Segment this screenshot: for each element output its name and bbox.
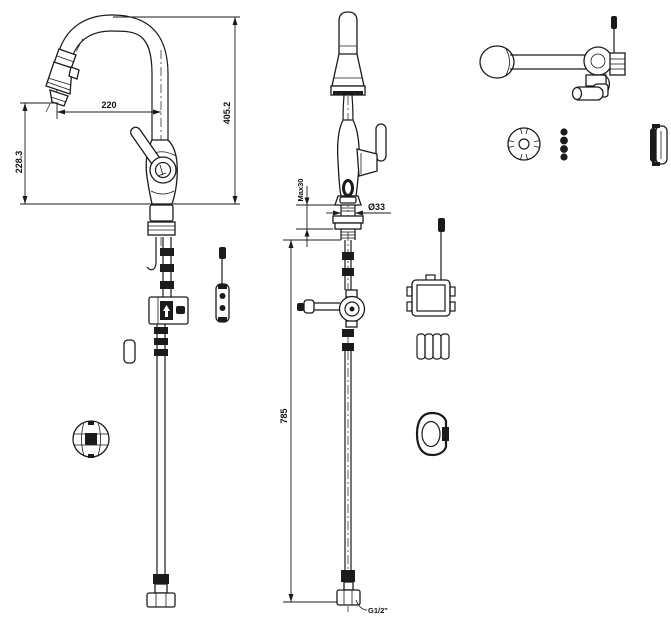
front-view [297, 11, 387, 612]
dim-hose-length: 785 [279, 408, 289, 423]
part-mounting-clip [650, 124, 668, 166]
dim-spout-reach: 220 [101, 100, 116, 110]
part-hose-weight [72, 420, 110, 458]
handle-front [356, 123, 387, 177]
side-view [45, 14, 189, 608]
part-c-clip [415, 411, 449, 457]
hose-end-fitting-front [336, 570, 361, 606]
dimensions-side-view: 228.3 220 405.2 [14, 16, 240, 205]
part-battery-pack [416, 333, 450, 360]
sensor-cable-tip [611, 16, 617, 29]
dim-overall-height: 405.2 [222, 102, 232, 125]
hose-end-fitting-left [146, 574, 176, 608]
part-flange-gasket [507, 127, 541, 161]
top-view [479, 16, 626, 101]
control-box-side [148, 296, 189, 325]
part-screw-set [560, 128, 568, 161]
dimensions-front-view: Max30 Ø33 785 G1/2" [279, 179, 391, 615]
dim-deck-thickness: Max30 [296, 179, 305, 202]
sensor-window [342, 179, 354, 197]
part-control-box-front [406, 218, 456, 317]
handle-lever [130, 126, 177, 184]
part-hose-bracket [215, 247, 230, 323]
sprayer-head [45, 48, 80, 107]
dim-outlet-height: 228.3 [14, 151, 24, 174]
hose-hook [146, 237, 157, 271]
part-sleeve [123, 339, 136, 364]
tee-valve [297, 289, 366, 328]
dim-thread-size: G1/2" [368, 606, 388, 615]
dim-hole-diameter: Ø33 [368, 202, 385, 212]
